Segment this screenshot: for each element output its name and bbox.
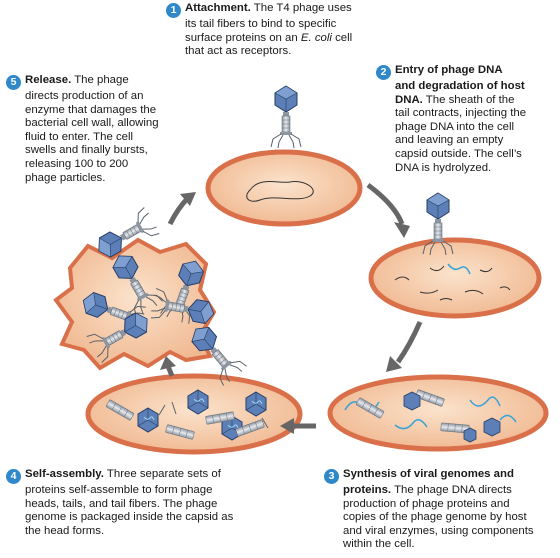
step-5-text-line8: phage particles. bbox=[25, 171, 106, 184]
cell-self-assembly bbox=[85, 373, 303, 455]
step-3-text-line1: The phage DNA directs bbox=[391, 484, 512, 496]
step-2-text-line5: capsid outside. The cell’s bbox=[395, 147, 522, 160]
step-5-text-line4: bacterial cell wall, allowing bbox=[25, 117, 159, 130]
step-2-text-line2: tail contracts, injecting the bbox=[395, 107, 527, 120]
step-3-badge: 3 bbox=[324, 469, 339, 484]
step-3-title-line2: proteins. bbox=[343, 484, 392, 496]
step-5-release: 5 Release. The phage directs production o… bbox=[6, 74, 196, 185]
step-3-text-line3: copies of the phage genome by host bbox=[343, 511, 527, 524]
step-1-title: Attachment. bbox=[185, 2, 251, 14]
step-4-text-line5: the head forms. bbox=[25, 524, 105, 537]
step-5-text-line7: releasing 100 to 200 bbox=[25, 157, 129, 170]
step-1-text-line2: its tail fibers to bind to specific bbox=[185, 18, 337, 30]
step-4-title: Self-assembly. bbox=[25, 468, 104, 480]
step-2-text-line6: DNA is hydrolyzed. bbox=[395, 161, 492, 174]
phage-attached-icon bbox=[270, 85, 302, 149]
step-1-attachment: 1 Attachment. The T4 phage uses its tail … bbox=[166, 2, 386, 59]
step-3-text-line4: and viral enzymes, using components bbox=[343, 524, 534, 537]
step-5-text-line2: directs production of an bbox=[25, 90, 144, 102]
step-4-text-line1: Three separate sets of bbox=[103, 468, 221, 480]
cell-synthesis bbox=[327, 374, 549, 452]
step-5-text-line6: swells and finally bursts, bbox=[25, 144, 148, 157]
step-3-text-line2: production of phage proteins and bbox=[343, 497, 510, 510]
step-2-text-line3: phage DNA into the cell bbox=[395, 120, 515, 133]
step-5-badge: 5 bbox=[6, 75, 21, 90]
step-5-text-line5: fluid to enter. The cell bbox=[25, 130, 134, 143]
step-1-text-line3-italic: E. coli bbox=[300, 31, 332, 44]
step-4-self-assembly: 4 Self-assembly. Three separate sets of p… bbox=[6, 468, 276, 538]
step-4-badge: 4 bbox=[6, 469, 21, 484]
step-2-title-line3: DNA. bbox=[395, 93, 423, 106]
cell-release-burst bbox=[53, 206, 248, 387]
step-2-title-line1: Entry of phage DNA bbox=[395, 64, 503, 76]
step-2-badge: 2 bbox=[376, 65, 391, 80]
step-2-text-line4: and leaving an empty bbox=[395, 134, 504, 147]
step-5-text-line1: The phage bbox=[71, 74, 129, 86]
step-1-text-line4: that act as receptors. bbox=[185, 45, 292, 58]
step-4-text-line4: genome is packaged inside the capsid as bbox=[25, 511, 234, 524]
step-4-text-line3: heads, tails, and tail fibers. The phage bbox=[25, 497, 218, 510]
step-1-text-line3a: surface proteins on an bbox=[185, 31, 301, 44]
step-1-badge: 1 bbox=[166, 3, 181, 18]
step-3-text-line5: within the cell. bbox=[343, 538, 415, 551]
cell-attachment bbox=[205, 85, 363, 227]
step-5-title: Release. bbox=[25, 74, 72, 86]
step-1-text-line3b: cell bbox=[331, 31, 353, 44]
step-4-text-line2: proteins self-assemble to form phage bbox=[25, 484, 213, 496]
step-3-synthesis: 3 Synthesis of viral genomes and proteins… bbox=[324, 468, 560, 552]
step-2-text-line1: The sheath of the bbox=[422, 93, 515, 106]
step-3-title-line1: Synthesis of viral genomes and bbox=[343, 468, 514, 480]
cell-dna-entry bbox=[368, 192, 542, 319]
step-2-dna-entry: 2 Entry of phage DNA and degradation of h… bbox=[376, 64, 556, 175]
step-2-title-line2: and degradation of host bbox=[395, 80, 525, 92]
step-1-text-line1: The T4 phage uses bbox=[250, 2, 352, 14]
step-5-text-line3: enzyme that damages the bbox=[25, 103, 157, 116]
cycle-arrows bbox=[160, 182, 423, 434]
